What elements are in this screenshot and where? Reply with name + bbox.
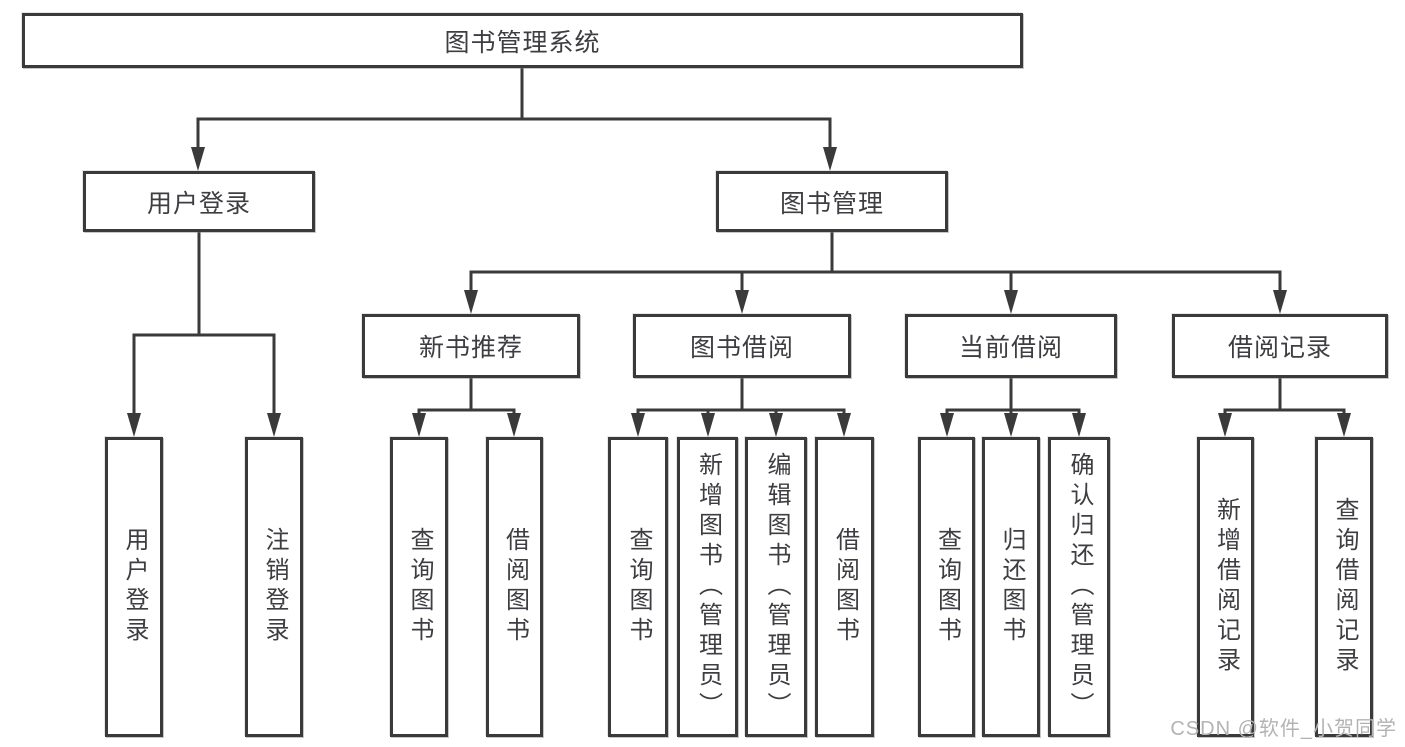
leaf-label: 借阅图书 — [831, 527, 859, 647]
leaf-label: 新增借阅记录 — [1212, 497, 1240, 677]
leaf-label: 新增图书（管理员） — [694, 452, 722, 722]
leaf-label: 归还图书 — [998, 527, 1025, 647]
branch-book-mgmt — [464, 232, 1287, 314]
branch-new-book-recommend — [412, 378, 521, 437]
leaf-label: 注销登录 — [261, 527, 288, 647]
leaf-user-login: 用户登录 — [105, 437, 163, 737]
leaf-add-book-admin: 新增图书（管理员） — [677, 437, 738, 737]
leaf-query-book-3: 查询图书 — [918, 437, 975, 737]
leaf-label: 查询图书 — [933, 527, 961, 647]
node-borrow-records: 借阅记录 — [1172, 314, 1388, 378]
leaf-confirm-return-admin: 确认归还（管理员） — [1048, 437, 1110, 737]
node-book-borrow: 图书借阅 — [633, 314, 851, 378]
branch-borrow-records — [1218, 378, 1351, 437]
node-current-borrow: 当前借阅 — [905, 314, 1117, 378]
leaf-query-borrow-record: 查询借阅记录 — [1315, 437, 1373, 737]
leaf-edit-book-admin: 编辑图书（管理员） — [745, 437, 807, 737]
branch-root — [191, 67, 837, 171]
node-user-login: 用户登录 — [83, 171, 315, 232]
leaf-logout-login: 注销登录 — [245, 437, 303, 737]
node-root: 图书管理系统 — [22, 13, 1023, 68]
leaf-label: 确认归还（管理员） — [1066, 452, 1093, 722]
leaf-label: 查询图书 — [625, 527, 652, 647]
node-book-mgmt: 图书管理 — [716, 171, 948, 232]
leaf-query-book-1: 查询图书 — [390, 437, 448, 737]
branch-book-borrow — [631, 378, 851, 437]
branch-user-login — [127, 232, 281, 437]
leaf-query-book-2: 查询图书 — [608, 437, 668, 737]
leaf-borrow-book-2: 借阅图书 — [815, 437, 874, 737]
branch-current-borrow — [940, 378, 1086, 437]
leaf-add-borrow-record: 新增借阅记录 — [1197, 437, 1254, 737]
leaf-label: 查询借阅记录 — [1331, 497, 1358, 677]
leaf-borrow-book-1: 借阅图书 — [486, 437, 543, 737]
leaf-return-book: 归还图书 — [982, 437, 1040, 737]
leaf-label: 用户登录 — [121, 527, 148, 647]
leaf-label: 编辑图书（管理员） — [763, 452, 790, 722]
leaf-label: 借阅图书 — [501, 527, 529, 647]
csdn-watermark: CSDN @软件_小贺同学 — [1170, 718, 1397, 740]
node-new-book-recommend: 新书推荐 — [362, 314, 580, 378]
leaf-label: 查询图书 — [406, 527, 433, 647]
